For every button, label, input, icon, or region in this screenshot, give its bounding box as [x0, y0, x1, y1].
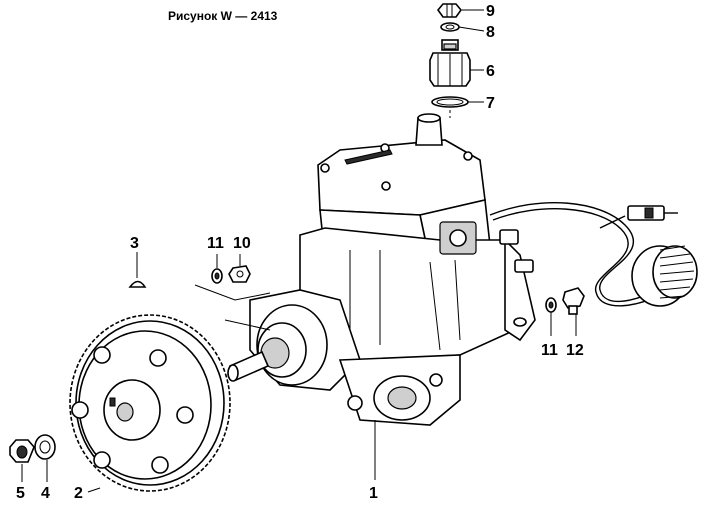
callout-7: 7 [486, 95, 495, 112]
callout-10: 10 [233, 235, 251, 252]
callout-8: 8 [486, 24, 495, 41]
callout-2: 2 [74, 485, 83, 502]
callout-3: 3 [130, 235, 139, 252]
callout-4: 4 [41, 485, 50, 502]
callout-1: 1 [369, 485, 378, 502]
valve-part-6 [429, 39, 471, 87]
washer-part-11-left [211, 268, 223, 284]
nut-part-10 [228, 265, 251, 283]
callout-11-left: 11 [207, 235, 224, 252]
washer-part-11-right [545, 297, 557, 313]
washer-part-8 [440, 22, 460, 32]
timing-gear-part-2 [69, 314, 231, 492]
callout-9: 9 [486, 3, 495, 20]
pump-housing-part-1 [227, 113, 536, 426]
figure-title: Рисунок W — 2413 [168, 9, 278, 23]
callout-11-right: 11 [541, 342, 558, 359]
washer-part-4 [34, 434, 56, 460]
callout-6: 6 [486, 63, 495, 80]
bolt-part-12 [562, 287, 585, 315]
callout-12: 12 [566, 342, 584, 359]
callout-5: 5 [16, 485, 25, 502]
woodruff-key-part-3 [128, 280, 147, 288]
o-ring-part-7 [431, 96, 469, 108]
nut-part-5 [9, 439, 35, 463]
nut-part-9 [436, 3, 463, 18]
sensor-connector [631, 245, 698, 307]
sensor-cable [489, 202, 678, 307]
